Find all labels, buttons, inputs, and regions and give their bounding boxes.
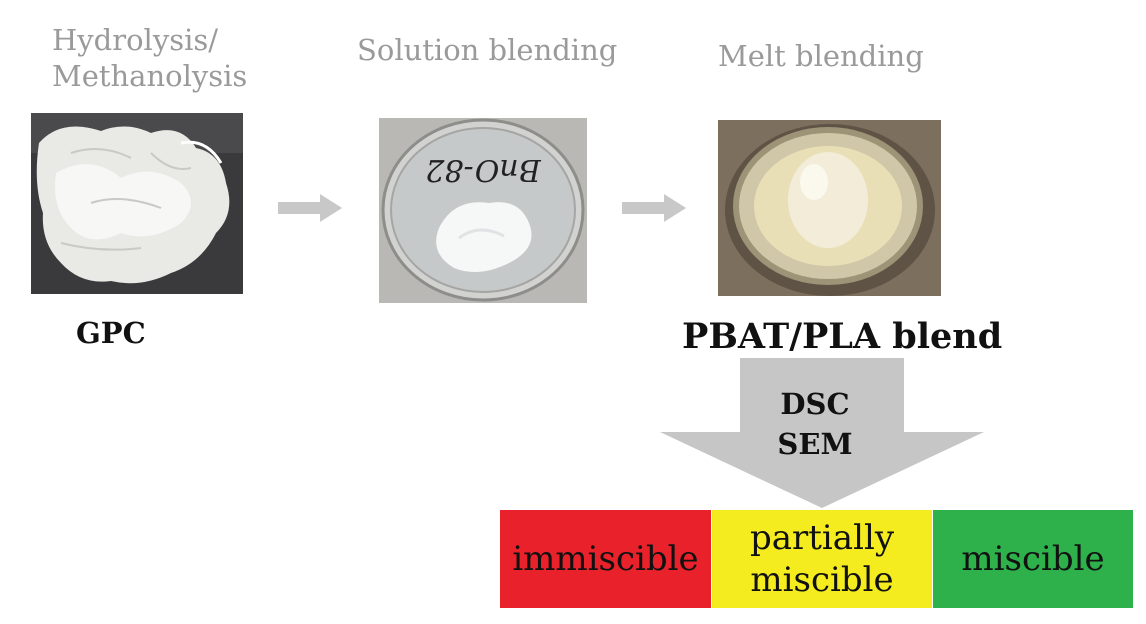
scale-partially-line: partially	[749, 518, 895, 558]
arrow-right-icon	[278, 194, 342, 222]
miscibility-scale: immiscible partially miscible miscible	[500, 510, 1133, 608]
petri-dish-photo: BnO-82	[379, 118, 587, 303]
gpc-fiber-photo	[31, 113, 243, 294]
gpc-label: GPC	[76, 316, 146, 350]
step-label-hydrolysis: Hydrolysis/ Methanolysis	[52, 22, 247, 94]
dish-handwriting: BnO-82	[425, 152, 541, 187]
analysis-arrow-icon	[660, 358, 984, 508]
scale-immiscible: immiscible	[500, 510, 711, 608]
analysis-method-dsc: DSC	[780, 387, 850, 421]
scale-miscible: miscible	[932, 510, 1133, 608]
step-label-melt-blending: Melt blending	[718, 39, 924, 73]
melt-disc-photo	[718, 120, 941, 296]
step-label-line: Hydrolysis/	[52, 23, 219, 57]
analysis-method-sem: SEM	[777, 427, 853, 461]
blend-label: PBAT/PLA blend	[682, 316, 1003, 357]
step-label-solution-blending: Solution blending	[357, 33, 618, 67]
scale-partially-line: miscible	[750, 560, 894, 600]
scale-miscible-label: miscible	[961, 539, 1105, 579]
scale-immiscible-label: immiscible	[512, 539, 699, 579]
step-label-line: Methanolysis	[52, 59, 248, 93]
arrow-right-icon	[622, 194, 686, 222]
scale-partially-miscible: partially miscible	[711, 510, 932, 608]
